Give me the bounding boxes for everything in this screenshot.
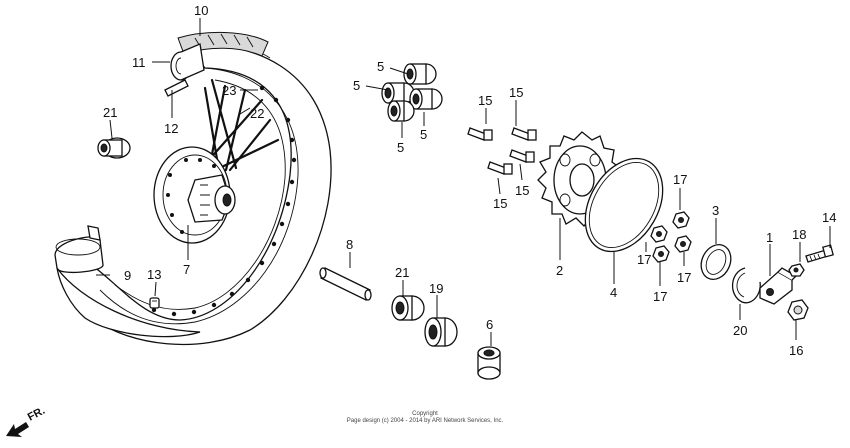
adjusting-bolt-14 [805, 244, 834, 263]
callout-2: 2 [556, 263, 563, 278]
callout-15-d: 15 [493, 196, 507, 211]
front-direction-label: FR. [26, 406, 47, 424]
nut-20 [788, 263, 805, 277]
wheel-hub [153, 146, 236, 244]
callout-23: 23 [222, 83, 236, 98]
rim-strip [54, 225, 201, 338]
callout-17-a: 17 [673, 172, 687, 187]
callout-19: 19 [429, 281, 443, 296]
callout-8: 8 [346, 237, 353, 252]
callout-21-center: 21 [395, 265, 409, 280]
callout-15-b: 15 [509, 85, 523, 100]
tire-tread-section [177, 31, 269, 57]
valve-cap [149, 297, 160, 309]
circlip-18 [731, 267, 761, 304]
callout-15-a: 15 [478, 93, 492, 108]
callout-16: 16 [789, 343, 803, 358]
chain-adjuster [759, 267, 798, 305]
rim-band-end [170, 43, 205, 81]
callout-5-bottom: 5 [397, 140, 404, 155]
leader-lines [96, 18, 831, 346]
callout-13: 13 [147, 267, 161, 282]
callout-12: 12 [164, 121, 178, 136]
callout-6: 6 [486, 317, 493, 332]
front-direction-arrow-icon: FR. [6, 406, 47, 437]
callout-14: 14 [822, 210, 836, 225]
axle-collar-8 [319, 267, 372, 301]
callout-3: 3 [712, 203, 719, 218]
axle-nut-16 [787, 299, 809, 321]
washer-3 [700, 243, 732, 281]
collar-6 [477, 346, 501, 380]
copyright-heading: Copyright [412, 411, 438, 417]
bearing-21-left [97, 137, 131, 159]
part-number-labels: 10 11 12 23 22 21 7 9 13 8 21 19 6 5 5 5… [103, 3, 836, 358]
callout-17-c: 17 [653, 289, 667, 304]
callout-10: 10 [194, 3, 208, 18]
bearing-21-center [391, 295, 425, 321]
copyright-notice: Page design (c) 2004 - 2014 by ARI Netwo… [346, 418, 504, 424]
nuts-17 [650, 211, 692, 263]
callout-4: 4 [610, 285, 617, 300]
callout-7: 7 [183, 262, 190, 277]
callout-17-d: 17 [677, 270, 691, 285]
callout-9: 9 [124, 268, 131, 283]
callout-20: 18 [792, 227, 806, 242]
studs-15 [467, 127, 537, 175]
callout-22: 22 [250, 106, 264, 121]
callout-5-top: 5 [377, 59, 384, 74]
o-ring-4 [584, 157, 664, 253]
oil-seal-19 [424, 317, 458, 347]
callout-11: 11 [132, 55, 146, 70]
callout-5-left: 5 [353, 78, 360, 93]
callout-5-right: 5 [420, 127, 427, 142]
callout-15-c: 15 [515, 183, 529, 198]
callout-17-b: 17 [637, 252, 651, 267]
callout-21-left: 21 [103, 105, 117, 120]
callout-18: 20 [733, 323, 747, 338]
callout-1: 1 [766, 230, 773, 245]
collars-5 [381, 63, 443, 122]
valve-stem [164, 79, 189, 97]
